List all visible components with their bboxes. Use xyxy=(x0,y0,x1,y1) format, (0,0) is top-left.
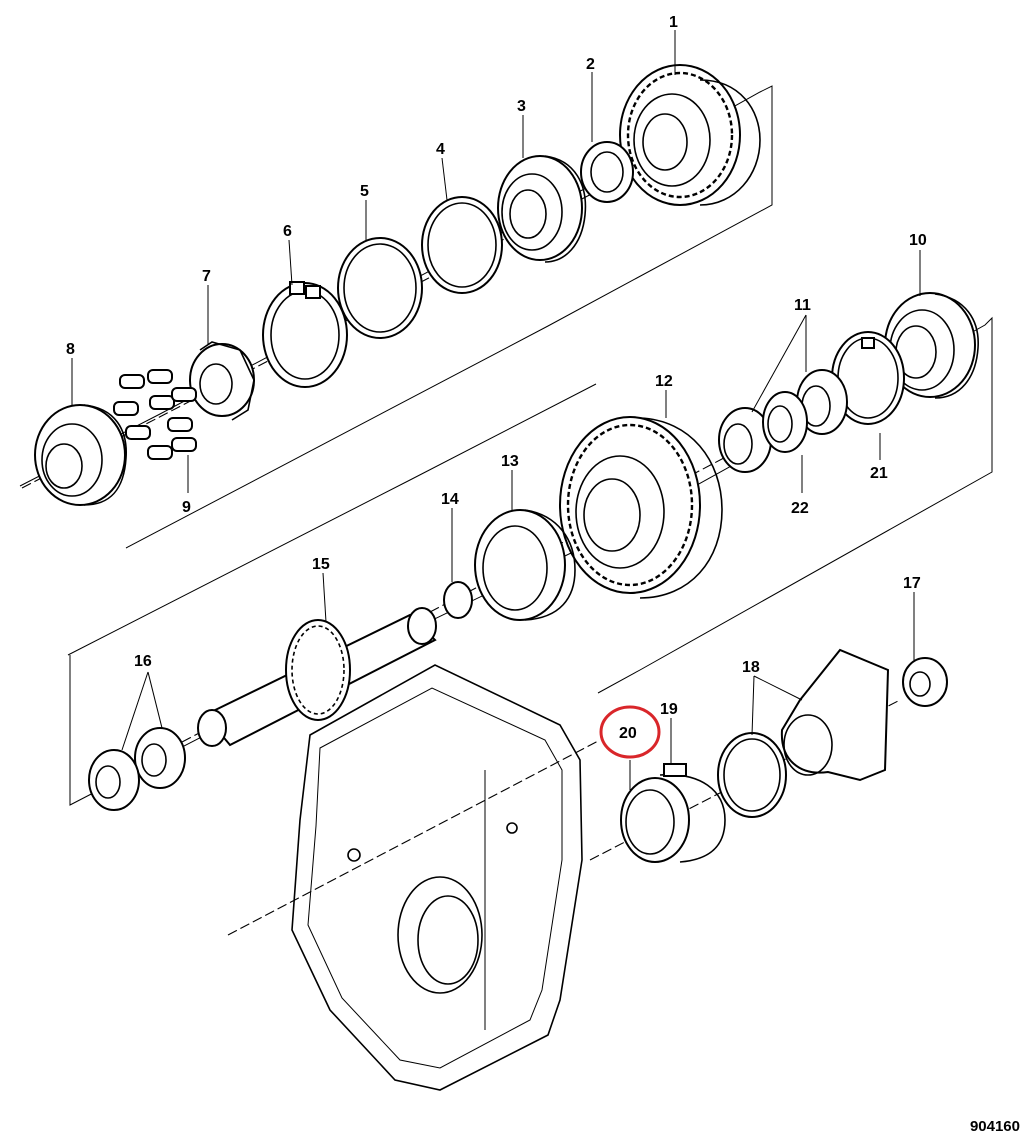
drawing-number: 904160 xyxy=(969,1118,1020,1135)
callout-16: 16 xyxy=(134,653,152,670)
callout-8: 8 xyxy=(66,341,75,358)
part-22-spacer xyxy=(762,391,808,453)
part-15-shaft xyxy=(197,607,437,747)
part-17-nut xyxy=(902,657,948,707)
callout-15: 15 xyxy=(312,556,330,573)
callout-6: 6 xyxy=(283,223,292,240)
callout-1: 1 xyxy=(669,14,678,31)
part-7-slotted-nut xyxy=(189,341,255,421)
part-14-ring xyxy=(443,581,473,619)
callout-22: 22 xyxy=(791,500,809,517)
callout-9: 9 xyxy=(182,499,191,516)
part-8-coupling xyxy=(34,404,127,506)
part-2-washer xyxy=(580,141,634,203)
callout-3: 3 xyxy=(517,98,526,115)
callout-7: 7 xyxy=(202,268,211,285)
part-6-circlip xyxy=(262,281,348,388)
callout-20: 20 xyxy=(619,725,637,742)
part-19-ring xyxy=(659,763,726,863)
callout-2: 2 xyxy=(586,56,595,73)
callout-17: 17 xyxy=(903,575,921,592)
part-13-sleeve xyxy=(474,509,576,621)
part-18-flange xyxy=(717,648,890,818)
part-12-helical-gear xyxy=(559,416,723,599)
part-11-bearing-cones xyxy=(718,369,848,473)
callout-18: 18 xyxy=(742,659,760,676)
callout-5: 5 xyxy=(360,183,369,200)
callout-14: 14 xyxy=(441,491,459,508)
leader-lines xyxy=(71,30,921,790)
part-5-ring xyxy=(337,237,423,339)
transmission-housing xyxy=(291,664,583,1091)
part-16-bearing-cones xyxy=(88,727,186,811)
part-20-seal xyxy=(620,777,690,863)
part-9-springs xyxy=(113,369,197,460)
callout-19: 19 xyxy=(660,701,678,718)
callout-11: 11 xyxy=(794,297,811,314)
part-4-snap-ring xyxy=(421,196,503,294)
callout-20-highlight-circle xyxy=(599,705,661,759)
callout-12: 12 xyxy=(655,373,673,390)
callout-13: 13 xyxy=(501,453,519,470)
part-3-ball-bearing xyxy=(497,155,587,263)
part-10-roller-bearing xyxy=(884,292,979,399)
callout-labels: 1 2 3 4 5 6 7 8 9 10 11 12 13 14 15 16 1… xyxy=(66,14,927,742)
callout-21: 21 xyxy=(870,465,888,482)
part-1-helical-gear xyxy=(619,64,761,206)
callout-4: 4 xyxy=(436,141,445,158)
callout-10: 10 xyxy=(909,232,927,249)
